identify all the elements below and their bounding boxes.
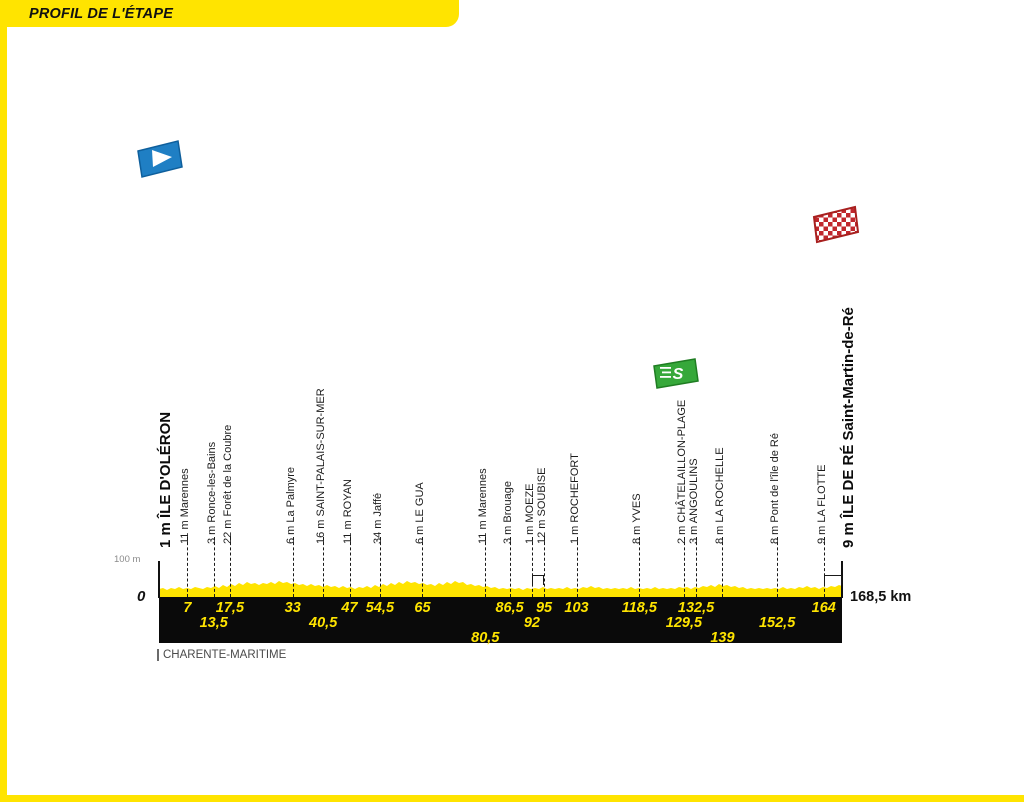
km-label: 118,5 [621,600,657,616]
km-label: 17,5 [215,600,245,616]
elevation-terrain [159,567,842,599]
town-label: 6 m LE GUA [414,482,427,544]
km-label: 33 [284,600,301,616]
town-label: 12 m SOUBISE [536,467,549,544]
axis-left-line [158,561,160,598]
town-label: 8 m LA ROCHELLE [714,447,727,544]
department-tick [157,649,159,661]
town-tick [213,537,215,597]
town-label: 16 m SAINT-PALAIS-SUR-MER [315,388,328,544]
town-label: 3 m Brouage [501,481,514,544]
svg-text:S: S [673,366,684,383]
town-label: 3 m Ronce-les-Bains [205,441,218,544]
start-flag-icon [134,137,186,181]
town-tick [823,537,825,597]
gridline-label-100m: 100 m [114,554,141,565]
town-label: 11 m Marennes [477,468,490,544]
town-label: 1 m MOEZE [523,483,536,544]
town-label: 11 m Marennes [179,468,192,544]
km-label: 164 [811,600,836,616]
town-tick [349,537,351,597]
department-label: CHARENTE-MARITIME [157,649,286,661]
km-label: 7 [183,600,192,616]
town-tick [509,537,511,597]
department-name: CHARENTE-MARITIME [163,649,287,661]
town-label: 34 m Jaffé [371,492,384,544]
town-label: 6 m La Palmyre [284,466,297,544]
town-tick [722,537,724,597]
town-tick [292,537,294,597]
km-label: 65 [414,600,431,616]
town-tick [187,537,189,597]
total-distance-label: 168,5 km [850,589,912,605]
stage-profile-chart: S [7,27,1024,802]
km-label: 40,5 [309,615,338,631]
town-label: 22 m Forêt de la Coubre [221,424,234,544]
town-tick [531,537,533,597]
km-label: 103 [564,600,589,616]
town-tick [485,537,487,597]
km-label: 95 [535,600,553,616]
town-label: 9 m ÎLE DE RÉ Saint-Martin-de-Ré [840,307,857,548]
finish-flag-icon [810,204,862,246]
town-label: 2 m CHÂTELAILLON-PLAGE [675,399,688,544]
km-label: 80,5 [471,630,500,646]
town-tick [323,537,325,597]
header-banner: PROFIL DE L'ÉTAPE [7,0,459,27]
km-label: 129,5 [665,615,703,631]
label-bracket [531,575,545,585]
town-label: 3 m ANGOULINS [688,458,701,544]
km-label: 92 [523,615,540,631]
town-label: 11 m ROYAN [341,479,354,544]
town-tick [696,537,698,597]
town-label: 1 m ROCHEFORT [568,453,581,544]
sprint-flag-icon: S [651,356,703,392]
distance-band [159,597,842,643]
axis-right-line [841,561,843,598]
town-tick [379,537,381,597]
km-label: 54,5 [365,600,395,616]
town-label: 1 m ÎLE D'OLÉRON [157,411,174,548]
town-tick [683,537,685,597]
km-label: 152,5 [758,615,796,631]
town-tick [544,537,546,597]
km-label: 139 [710,630,735,646]
town-tick [777,537,779,597]
town-label: 8 m YVES [631,493,644,544]
km-label: 13,5 [199,615,228,631]
town-tick [576,537,578,597]
km-label: 47 [341,600,358,616]
town-label: 8 m Pont de l'île de Ré [769,433,782,544]
km-label: 86,5 [495,600,524,616]
km-label: 132,5 [677,600,715,616]
town-tick [229,537,231,597]
axis-zero-label: 0 [137,588,146,605]
town-tick [422,537,424,597]
town-tick [639,537,641,597]
label-bracket [823,575,842,585]
page-title: PROFIL DE L'ÉTAPE [29,5,174,22]
town-label: 9 m LA FLOTTE [815,464,828,544]
